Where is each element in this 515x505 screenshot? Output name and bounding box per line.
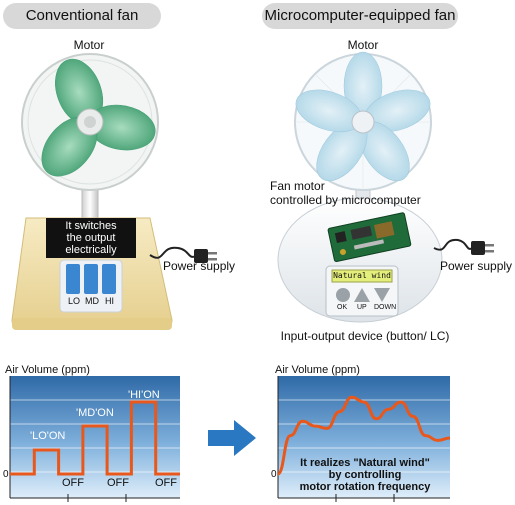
right-chart-annotation-line: motor rotation frequency [300, 481, 432, 493]
left-motor-label: Motor [73, 38, 105, 52]
switch-text-line: the output [66, 232, 116, 244]
right-chart-annotation-line: by controlling [329, 469, 402, 481]
down-button-label: DOWN [374, 304, 397, 311]
left-chart-x-ticks [67, 494, 127, 502]
left-chart-off-label-2: OFF [107, 477, 129, 489]
switch-label-box: It switches the output electrically [46, 218, 136, 258]
lcd-display-text: Natural wind [333, 271, 391, 280]
microcomputer-airflow-chart: 0 It realizes "Natural wind" by controll… [271, 376, 451, 502]
controller-label-line: Fan motor [270, 179, 325, 193]
right-chart-series-line [276, 395, 451, 476]
microcomputer-fan-illustration [277, 51, 494, 323]
up-button-label: UP [357, 304, 367, 311]
conventional-airflow-chart: 0 'LO'ON 'MD'ON 'HI'ON OFF OFF OFF [3, 376, 180, 502]
ok-button-label: OK [337, 304, 348, 311]
left-chart-on-label-md: 'MD'ON [76, 407, 114, 419]
right-chart-annotation-line: It realizes "Natural wind" [300, 457, 430, 469]
left-chart-off-label-1: OFF [62, 477, 84, 489]
controller-label: Fan motor controlled by microcomputer [270, 179, 421, 207]
left-chart-on-label-lo: 'LO'ON [30, 430, 65, 442]
left-chart-series-line [10, 400, 180, 476]
hi-button-label: HI [105, 296, 114, 306]
controller-label-line: controlled by microcomputer [270, 193, 421, 207]
left-power-supply-label: Power supply [163, 259, 236, 273]
left-chart-on-label-hi: 'HI'ON [128, 389, 160, 401]
right-chart-ylabel: Air Volume (ppm) [275, 364, 360, 376]
left-chart-ylabel: Air Volume (ppm) [5, 364, 90, 376]
left-chart-off-label-3: OFF [155, 477, 177, 489]
left-chart-zero: 0 [3, 469, 9, 480]
io-device-label: Input-output device (button/ LC) [280, 329, 450, 343]
switch-text-line: It switches [65, 220, 117, 232]
microcomputer-fan-header: Microcomputer-equipped fan [262, 3, 458, 29]
right-power-supply-label: Power supply [440, 259, 513, 273]
switch-text-line: electrically [65, 244, 117, 256]
right-chart-zero: 0 [271, 469, 277, 480]
conventional-fan-header: Conventional fan [3, 3, 161, 29]
conventional-fan-illustration [11, 53, 217, 330]
md-button-label: MD [85, 296, 99, 306]
right-motor-label: Motor [347, 38, 379, 52]
lo-button-label: LO [68, 296, 81, 306]
right-arrow-icon [208, 420, 256, 456]
